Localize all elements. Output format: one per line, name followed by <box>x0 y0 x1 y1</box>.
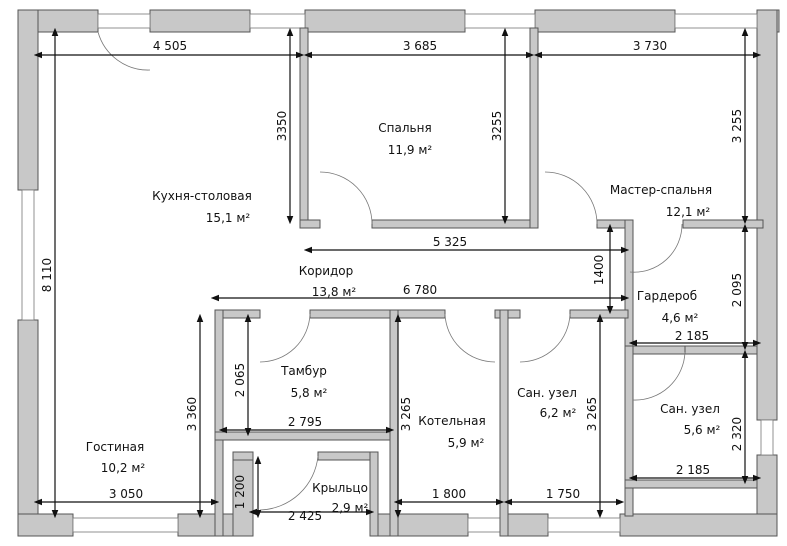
doors <box>97 31 686 511</box>
room-name-living: Гостиная <box>86 440 144 454</box>
room-area-corridor: 13,8 м² <box>312 285 357 299</box>
dim-5325: 5 325 <box>433 235 467 249</box>
dim-2320: 2 320 <box>730 417 744 451</box>
room-name-master: Мастер-спальня <box>610 183 712 197</box>
room-area-kitchen: 15,1 м² <box>206 211 251 225</box>
room-name-bath1: Сан. узел <box>517 386 577 400</box>
dim-1750: 1 750 <box>546 487 580 501</box>
room-area-vestibule: 5,8 м² <box>291 386 328 400</box>
room-area-master: 12,1 м² <box>666 205 711 219</box>
room-name-boiler: Котельная <box>418 414 485 428</box>
dim-3265-bath: 3 265 <box>585 397 599 431</box>
dimension-lines <box>33 27 762 519</box>
room-name-vestibule: Тамбур <box>280 364 327 378</box>
outer-walls <box>17 9 780 537</box>
room-area-bedroom: 11,9 м² <box>388 143 433 157</box>
room-name-wardrobe: Гардероб <box>637 289 697 303</box>
dim-2185-wardrobe: 2 185 <box>675 329 709 343</box>
dim-2095: 2 095 <box>730 273 744 307</box>
room-area-living: 10,2 м² <box>101 461 146 475</box>
room-labels: Кухня-столовая 15,1 м² Спальня 11,9 м² М… <box>86 121 721 515</box>
dim-3255-master: 3 255 <box>730 109 744 143</box>
windows <box>21 13 774 533</box>
dim-1400: 1400 <box>592 255 606 286</box>
dim-3350: 3350 <box>275 111 289 142</box>
room-area-bath1: 6,2 м² <box>540 406 577 420</box>
dim-3685: 3 685 <box>403 39 437 53</box>
room-area-wardrobe: 4,6 м² <box>662 311 699 325</box>
dim-2795: 2 795 <box>288 415 322 429</box>
room-area-porch: 2,9 м² <box>332 501 369 515</box>
dim-3265-boiler: 3 265 <box>399 397 413 431</box>
dim-4505: 4 505 <box>153 39 187 53</box>
room-name-porch: Крыльцо <box>312 481 368 495</box>
dim-1800: 1 800 <box>432 487 466 501</box>
dim-2065: 2 065 <box>233 363 247 397</box>
room-area-bath2: 5,6 м² <box>684 423 721 437</box>
dim-2185-bath: 2 185 <box>676 463 710 477</box>
dim-2425: 2 425 <box>288 509 322 523</box>
dimension-labels: 4 505 3 685 3 730 3350 3255 3 255 8 110 … <box>40 39 744 523</box>
dim-3255-bedroom: 3255 <box>490 111 504 142</box>
dim-3730: 3 730 <box>633 39 667 53</box>
room-name-bath2: Сан. узел <box>660 402 720 416</box>
interior-walls <box>214 27 764 537</box>
room-name-corridor: Коридор <box>299 264 354 278</box>
dim-3360: 3 360 <box>185 397 199 431</box>
dim-6780: 6 780 <box>403 283 437 297</box>
room-name-kitchen: Кухня-столовая <box>152 189 252 203</box>
room-area-boiler: 5,9 м² <box>448 436 485 450</box>
dim-8110: 8 110 <box>40 258 54 292</box>
dim-1200: 1 200 <box>233 475 247 509</box>
dim-3050: 3 050 <box>109 487 143 501</box>
room-name-bedroom: Спальня <box>378 121 431 135</box>
